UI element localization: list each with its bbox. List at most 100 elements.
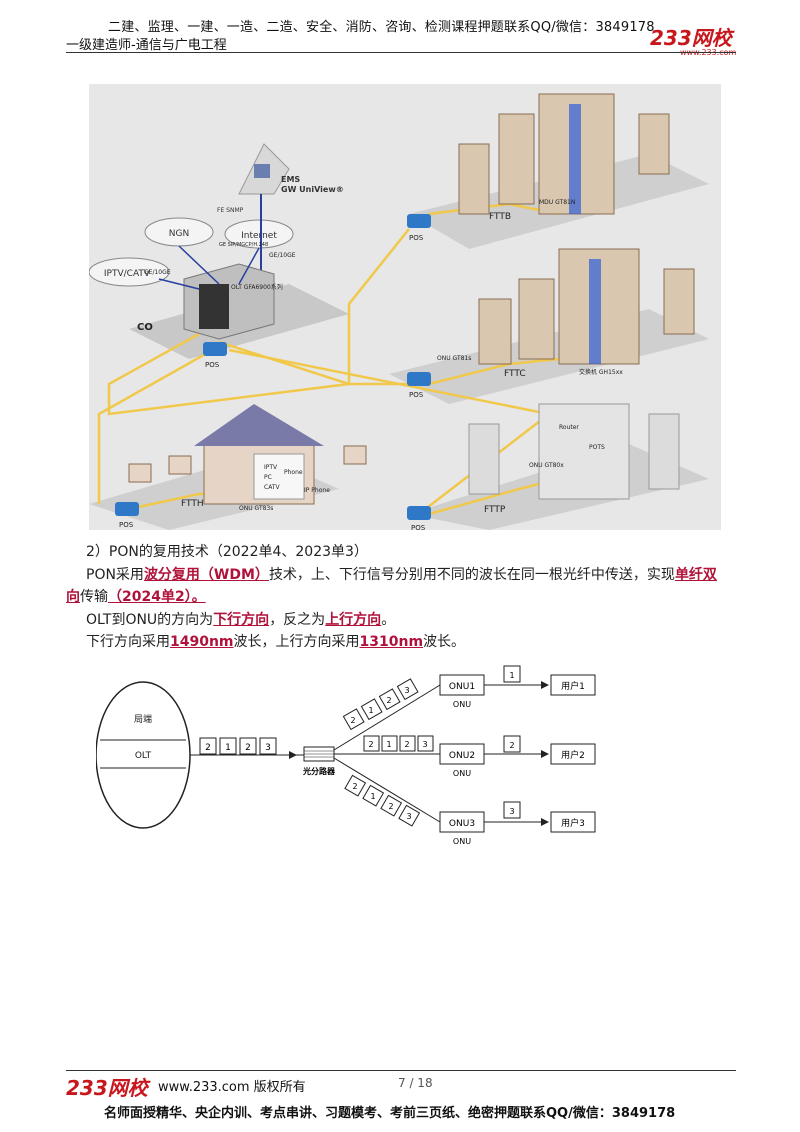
fttc-buildings: FTTC ONU GT81s 交换机 GH15xx (437, 248, 695, 379)
lower-packet-1 (344, 774, 367, 797)
upper-packet-1 (342, 708, 365, 731)
onu3-label: ONU3 (449, 819, 475, 829)
fttb-building-small-2 (498, 113, 535, 205)
user2-box (550, 743, 596, 765)
fttc-riser (589, 259, 601, 364)
user1-packet (503, 665, 521, 683)
fttb-label: FTTB (489, 212, 511, 222)
fe-snmp-label: FE SNMP (217, 207, 244, 214)
switch-label: 交换机 GH15xx (579, 368, 623, 376)
paragraph-1-cont: 向传输（2024单2）。 (66, 586, 206, 606)
onu2-caption: ONU (453, 769, 471, 778)
upper-packet-2 (360, 698, 383, 721)
p2-text-a: OLT到ONU的方向为 (86, 612, 214, 628)
trunk-packet-2 (219, 737, 237, 755)
trunk-packet-3-label: 2 (245, 743, 251, 753)
p2-highlight-upstream: 上行方向 (325, 612, 382, 628)
iptv-link (158, 278, 200, 290)
trunk-packet-3 (239, 737, 257, 755)
lower-packets: 2 1 2 3 (344, 774, 421, 827)
iptv-cloud (88, 257, 170, 287)
pon-network-svg: NGN Internet IPTV/CATV EMS GW UniView® F… (88, 93, 709, 532)
fttb-riser (569, 104, 581, 214)
ge-sip: GE SIP/MGCP/H.248 (219, 242, 268, 248)
ftth-phone: Phone (284, 469, 303, 476)
lower-packet-1-label: 2 (352, 782, 357, 791)
olt-label: OLT GFA6900系列 (231, 283, 283, 291)
p3-text-c: 波长。 (423, 634, 466, 650)
ftth-ipphone: IP Phone (304, 487, 330, 494)
p2-text-c: 。 (381, 612, 396, 628)
user3-packet-label: 3 (509, 807, 514, 816)
fttp-building-2 (648, 413, 680, 490)
fttp-building-1 (468, 423, 500, 495)
middle-packets: 2 1 2 3 (363, 735, 434, 752)
upper-packet-4-label: 3 (404, 686, 409, 695)
pos-label-ftth: POS (119, 521, 134, 529)
p1-highlight-direction: 向 (66, 589, 80, 605)
branch-upper (333, 684, 441, 751)
pos-label-co: POS (205, 361, 220, 369)
p1-highlight-single-fiber: 单纤双 (674, 567, 717, 583)
fttc-label: FTTC (504, 369, 526, 379)
pos-splitter-co (203, 342, 227, 356)
lower-packet-3 (380, 794, 403, 817)
paragraph-1: PON采用波分复用（WDM）技术，上、下行信号分别用不同的波长在同一根光纤中传送… (86, 564, 717, 584)
ems-monitor-icon (254, 164, 270, 178)
ems-sub: GW UniView® (281, 185, 344, 194)
splitter-label: 光分路器 (302, 766, 336, 776)
middle-packet-4-label: 3 (422, 740, 427, 749)
onu1-caption: ONU (453, 700, 471, 709)
ftth-small-house-2 (168, 455, 192, 475)
ftth-pc: PC (264, 474, 272, 481)
upper-packets: 2 1 2 3 (342, 678, 419, 731)
onu-gt81-label: ONU GT81s (437, 355, 471, 362)
pon-multiplex-svg: 局端 OLT 2 1 2 3 光分路器 2 1 (95, 665, 596, 846)
lower-packet-4-label: 3 (406, 812, 411, 821)
trunk-packet-4-label: 3 (265, 743, 271, 753)
onu1-label: ONU1 (449, 682, 475, 692)
ftth-small-house-3 (343, 445, 367, 465)
pos-splitters: POS POS POS POS POS (115, 214, 431, 532)
user1-label: 用户1 (561, 680, 585, 692)
header-subtitle: 一级建造师-通信与广电工程 (66, 38, 227, 53)
p3-highlight-1490: 1490nm (170, 634, 234, 650)
footer-site: www.233.com 版权所有 (158, 1080, 306, 1095)
p1-text-a: PON采用 (86, 567, 144, 583)
p3-text-b: 波长，上行方向采用 (233, 634, 360, 650)
lower-packet-3-label: 2 (388, 802, 393, 811)
middle-packet-2 (381, 735, 398, 752)
footer-logo: 233网校 (66, 1076, 148, 1100)
lower-packet-2 (362, 784, 385, 807)
p3-text-a: 下行方向采用 (86, 634, 170, 650)
user3-box (550, 811, 596, 833)
station-label: 局端 (134, 713, 152, 725)
ftth-iptv: IPTV (264, 464, 278, 471)
fiber-to-fttb (107, 228, 410, 416)
fttc-building-small-1 (478, 298, 512, 365)
onu3-caption: ONU (453, 837, 471, 846)
footer-page-number: 7 / 18 (398, 1076, 433, 1090)
olt-label-2: OLT (135, 751, 152, 761)
ftth-house: IPTV PC Phone CATV IP Phone FTTH ONU GT8… (128, 404, 367, 512)
middle-packet-1 (363, 735, 380, 752)
pon-network-diagram: NGN Internet IPTV/CATV EMS GW UniView® F… (88, 84, 721, 532)
user3-packet (503, 801, 521, 819)
user2-packet (503, 735, 521, 753)
fttb-building-small-1 (458, 143, 490, 215)
lower-packet-4 (398, 804, 421, 827)
trunk-packet-1-label: 2 (205, 743, 211, 753)
paragraph-2: OLT到ONU的方向为下行方向，反之为上行方向。 (86, 609, 395, 629)
pos-splitter-fttc (407, 372, 431, 386)
ftth-label: FTTH (181, 499, 204, 509)
fttp-router: Router (559, 424, 579, 431)
section-heading: 2）PON的复用技术（2022单4、2023单3） (86, 544, 368, 560)
onu2-label: ONU2 (449, 751, 475, 761)
pos-label-fttp: POS (411, 524, 426, 530)
internet-label: Internet (241, 231, 277, 241)
upper-packet-3-label: 2 (386, 696, 391, 705)
upper-packet-2-label: 1 (368, 706, 373, 715)
trunk-packet-4 (259, 737, 277, 755)
header-promo-text: 二建、监理、一建、一造、二造、安全、消防、咨询、检测课程押题联系QQ/微信：38… (108, 20, 655, 35)
fttb-building-small-3 (638, 113, 670, 175)
